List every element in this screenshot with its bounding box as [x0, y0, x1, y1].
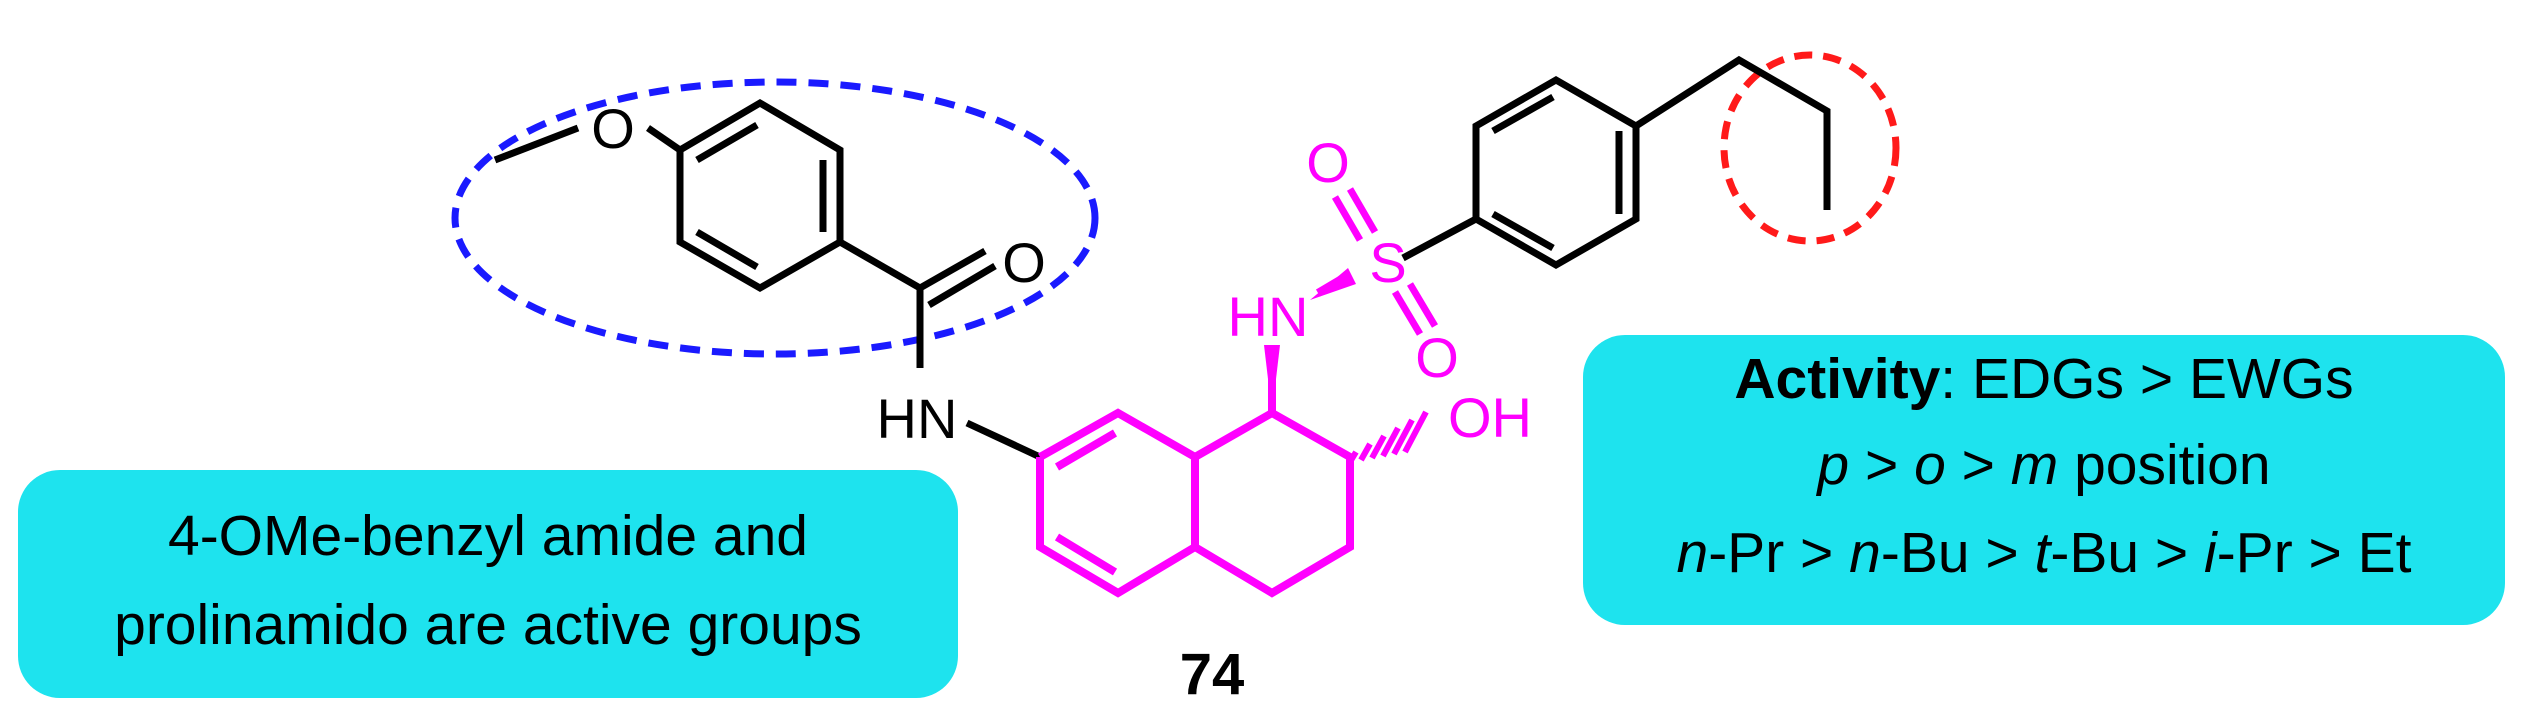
line2-segment: position — [2058, 433, 2270, 497]
right-note-line3: n-Pr > n-Bu > t-Bu > i-Pr > Et — [1676, 521, 2411, 585]
propyl-highlight-circle — [1720, 51, 1900, 245]
right-note-box — [1583, 335, 2505, 625]
methoxy-oxygen-label: O — [591, 97, 635, 160]
line2-segment: m — [2011, 433, 2058, 497]
line2-segment: > — [1946, 433, 2011, 497]
line2-segment: p — [1815, 433, 1849, 497]
c1-nh-wedge — [1264, 345, 1280, 413]
line3-segment: -Pr > Et — [2217, 521, 2412, 585]
line3-segment: t — [2035, 521, 2053, 585]
line3-segment: i — [2204, 521, 2218, 585]
line2-segment: o — [1914, 433, 1946, 497]
sulfonamide-nh-label: HN — [1228, 285, 1309, 348]
sulfur-label: S — [1369, 231, 1406, 294]
line3-segment: n — [1676, 521, 1708, 585]
line3-segment: n — [1849, 521, 1881, 585]
line3-segment: -Bu > — [2050, 521, 2204, 585]
right-note-line1: Activity: EDGs > EWGs — [1734, 347, 2353, 411]
left-note-box — [18, 470, 958, 698]
sulfonyl-oxygen-bottom-label: O — [1415, 326, 1459, 389]
sulfonyl-oxygen-top-label: O — [1306, 131, 1350, 194]
methoxybenzoyl-highlight-ellipse — [451, 78, 1099, 358]
compound-number: 74 — [1180, 642, 1245, 707]
amide-nh-label: HN — [877, 387, 958, 450]
hydroxyl-label: OH — [1448, 386, 1532, 449]
nh-s-wedge — [1310, 268, 1356, 300]
sulfonyl-bonds — [1331, 187, 1439, 336]
right-note-line2: p > o > m position — [1815, 433, 2270, 497]
c2-oh-hash-bond — [1347, 410, 1429, 464]
left-note-line2: prolinamido are active groups — [114, 593, 862, 657]
activity-label: Activity — [1734, 347, 1940, 411]
carbonyl-oxygen-label: O — [1002, 231, 1046, 294]
line2-segment: > — [1849, 433, 1914, 497]
activity-text: : EDGs > EWGs — [1940, 347, 2353, 411]
left-note-line1: 4-OMe-benzyl amide and — [168, 504, 808, 568]
line3-segment: -Bu > — [1881, 521, 2035, 585]
black-bonds — [493, 55, 1831, 461]
line3-segment: -Pr > — [1708, 521, 1849, 585]
